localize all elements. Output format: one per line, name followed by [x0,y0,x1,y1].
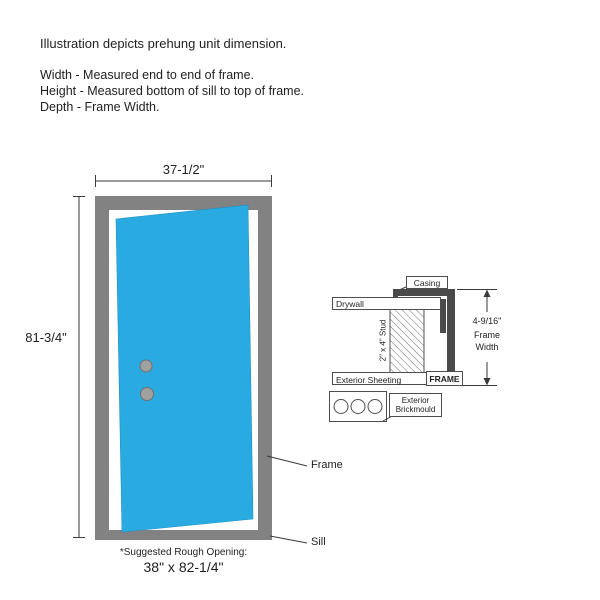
sill-label: Sill [311,536,326,548]
sill-pointer-line [269,535,308,544]
depth-arrow-down-icon [483,378,491,386]
brickmould-circle-2 [350,399,366,414]
casing-profile [393,289,447,302]
sheeting-label: Exterior Sheeting [336,374,402,385]
drywall-band [332,297,441,310]
frame-label: Frame [311,459,343,471]
stud-section [389,309,425,373]
definition-depth: Depth - Frame Width. [40,100,160,114]
brickmould-label-line1: Exterior [401,395,430,405]
door-slab [115,204,254,533]
drywall-label: Drywall [336,299,364,309]
definition-width: Width - Measured end to end of frame. [40,68,254,82]
height-dimension-label: 81-3/4" [25,330,67,345]
width-dimension-label: 37-1/2" [162,162,205,177]
stud-label: 2" x 4" Stud [378,319,388,362]
depth-arrow-up-icon [483,289,491,297]
brickmould-label: Exterior Brickmould [389,393,442,417]
brickmould-circle-1 [333,399,349,414]
frame-jamb-profile [440,289,455,373]
rough-opening-value: 38" x 82-1/4" [143,559,224,575]
depth-dimension-value: 4-9/16" [472,316,502,326]
depth-dimension-label-2: Width [475,342,499,352]
casing-label: Casing [406,276,448,289]
intro-text: Illustration depicts prehung unit dimens… [40,36,287,51]
brickmould-circle-3 [367,399,383,414]
width-dimension-lines [95,175,272,187]
definition-height: Height - Measured bottom of sill to top … [40,84,305,98]
brickmould-label-line2: Brickmould [395,405,436,414]
depth-dimension-label-1: Frame [473,330,500,340]
door-knob [140,387,154,401]
frame-section-label: FRAME [426,371,463,386]
deadbolt-knob [139,359,153,373]
frame-pointer-line [266,455,308,467]
rough-opening-caption: *Suggested Rough Opening: [119,547,248,558]
height-dimension-lines [73,196,85,538]
